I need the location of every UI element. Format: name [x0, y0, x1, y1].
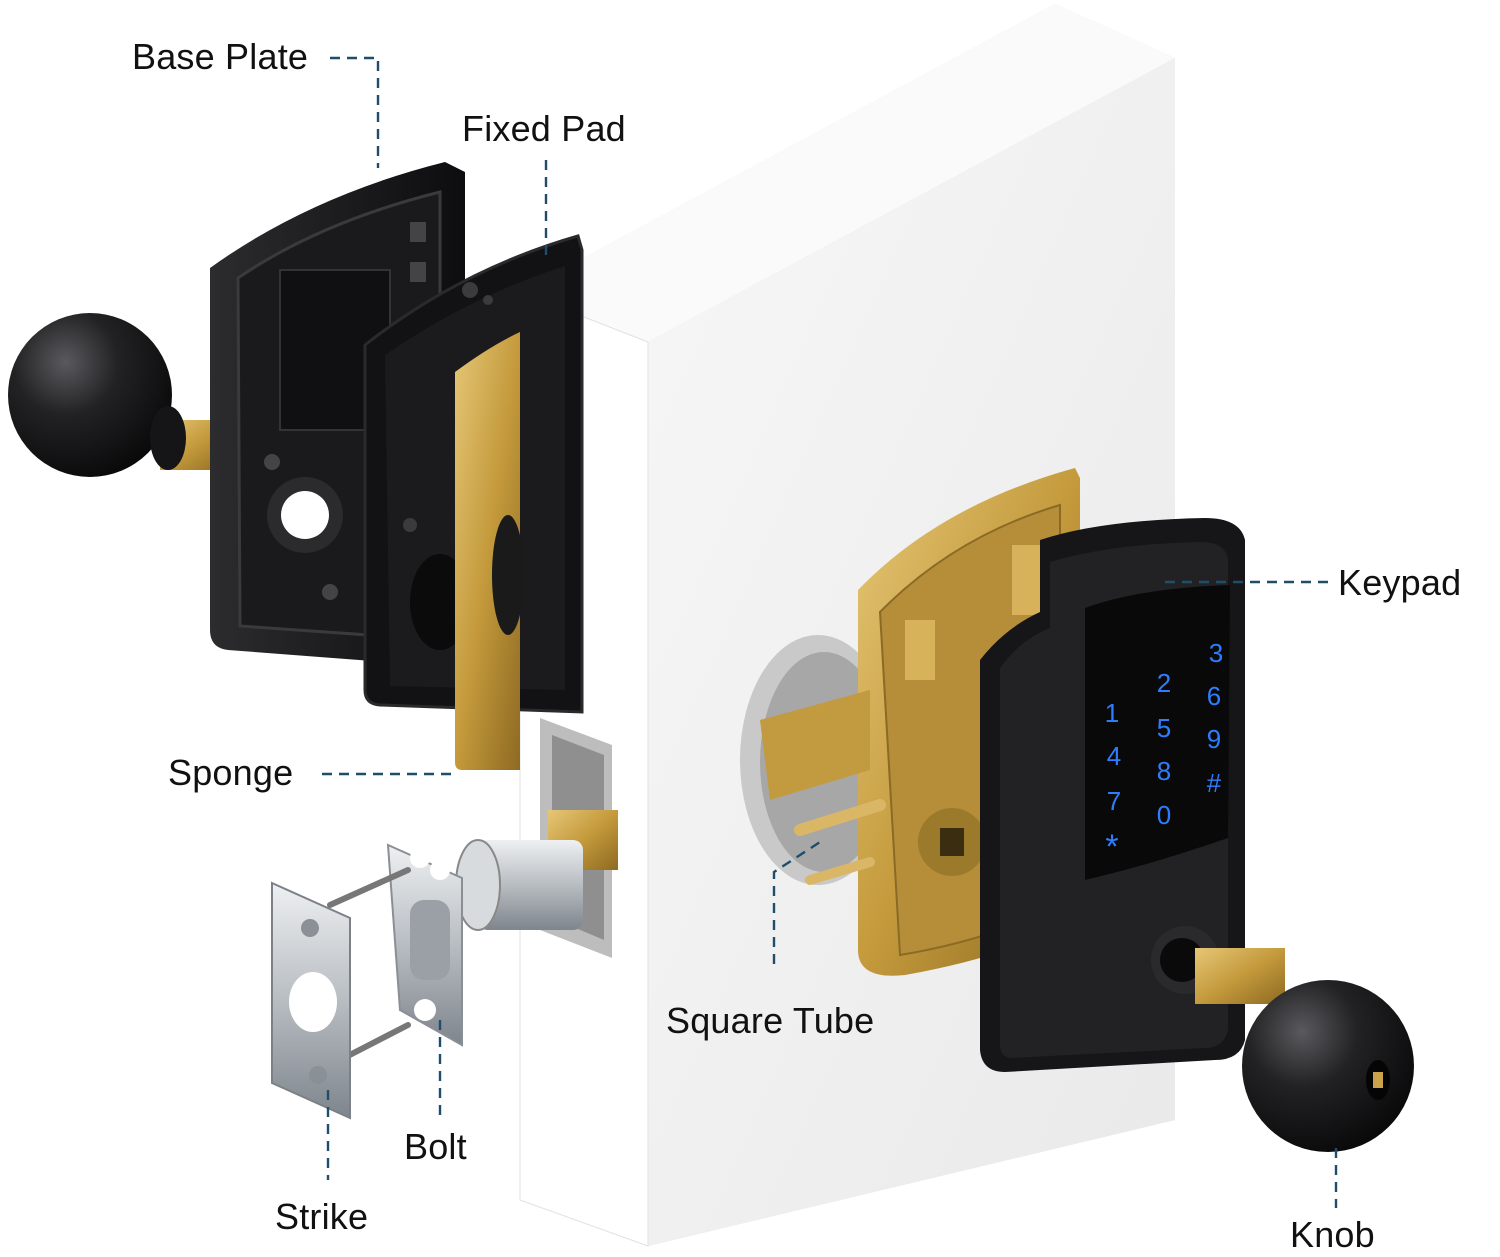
- bolt-label: Bolt: [404, 1126, 467, 1167]
- square-tube-leader: [772, 840, 821, 964]
- keypad-part: [980, 518, 1245, 1072]
- base-plate-label: Base Plate: [132, 36, 309, 77]
- keypad-key: 9: [1207, 724, 1221, 754]
- keypad-key: 3: [1209, 638, 1223, 668]
- latch-bolt-part: [327, 810, 618, 1063]
- keypad-key: 1: [1105, 698, 1119, 728]
- keypad-key: 8: [1157, 756, 1171, 786]
- knob-label: Knob: [1290, 1214, 1375, 1255]
- outside-knob: [1195, 948, 1414, 1152]
- keypad-key: 0: [1157, 800, 1171, 830]
- sponge-part: [455, 332, 524, 770]
- keypad-key: 7: [1107, 786, 1121, 816]
- strike-plate-part: [271, 881, 351, 1120]
- keypad-label: Keypad: [1338, 562, 1462, 603]
- keypad-key: *: [1105, 828, 1118, 866]
- inside-knob: [8, 313, 230, 477]
- keypad-key: 5: [1157, 713, 1171, 743]
- fixed-pad-label: Fixed Pad: [462, 108, 626, 149]
- base-plate-leader: [330, 56, 380, 168]
- keypad-key: #: [1207, 768, 1222, 798]
- keypad-keys: 3 2 6 1 5 9 4 8 #7 0 *: [1105, 638, 1223, 866]
- square-tube-label: Square Tube: [666, 1000, 875, 1041]
- keypad-key: 2: [1157, 668, 1171, 698]
- leader-lines: [322, 56, 1338, 1208]
- strike-label: Strike: [275, 1196, 369, 1237]
- sponge-label: Sponge: [168, 752, 294, 793]
- keypad-key: 4: [1107, 741, 1121, 771]
- keypad-key: 6: [1207, 681, 1221, 711]
